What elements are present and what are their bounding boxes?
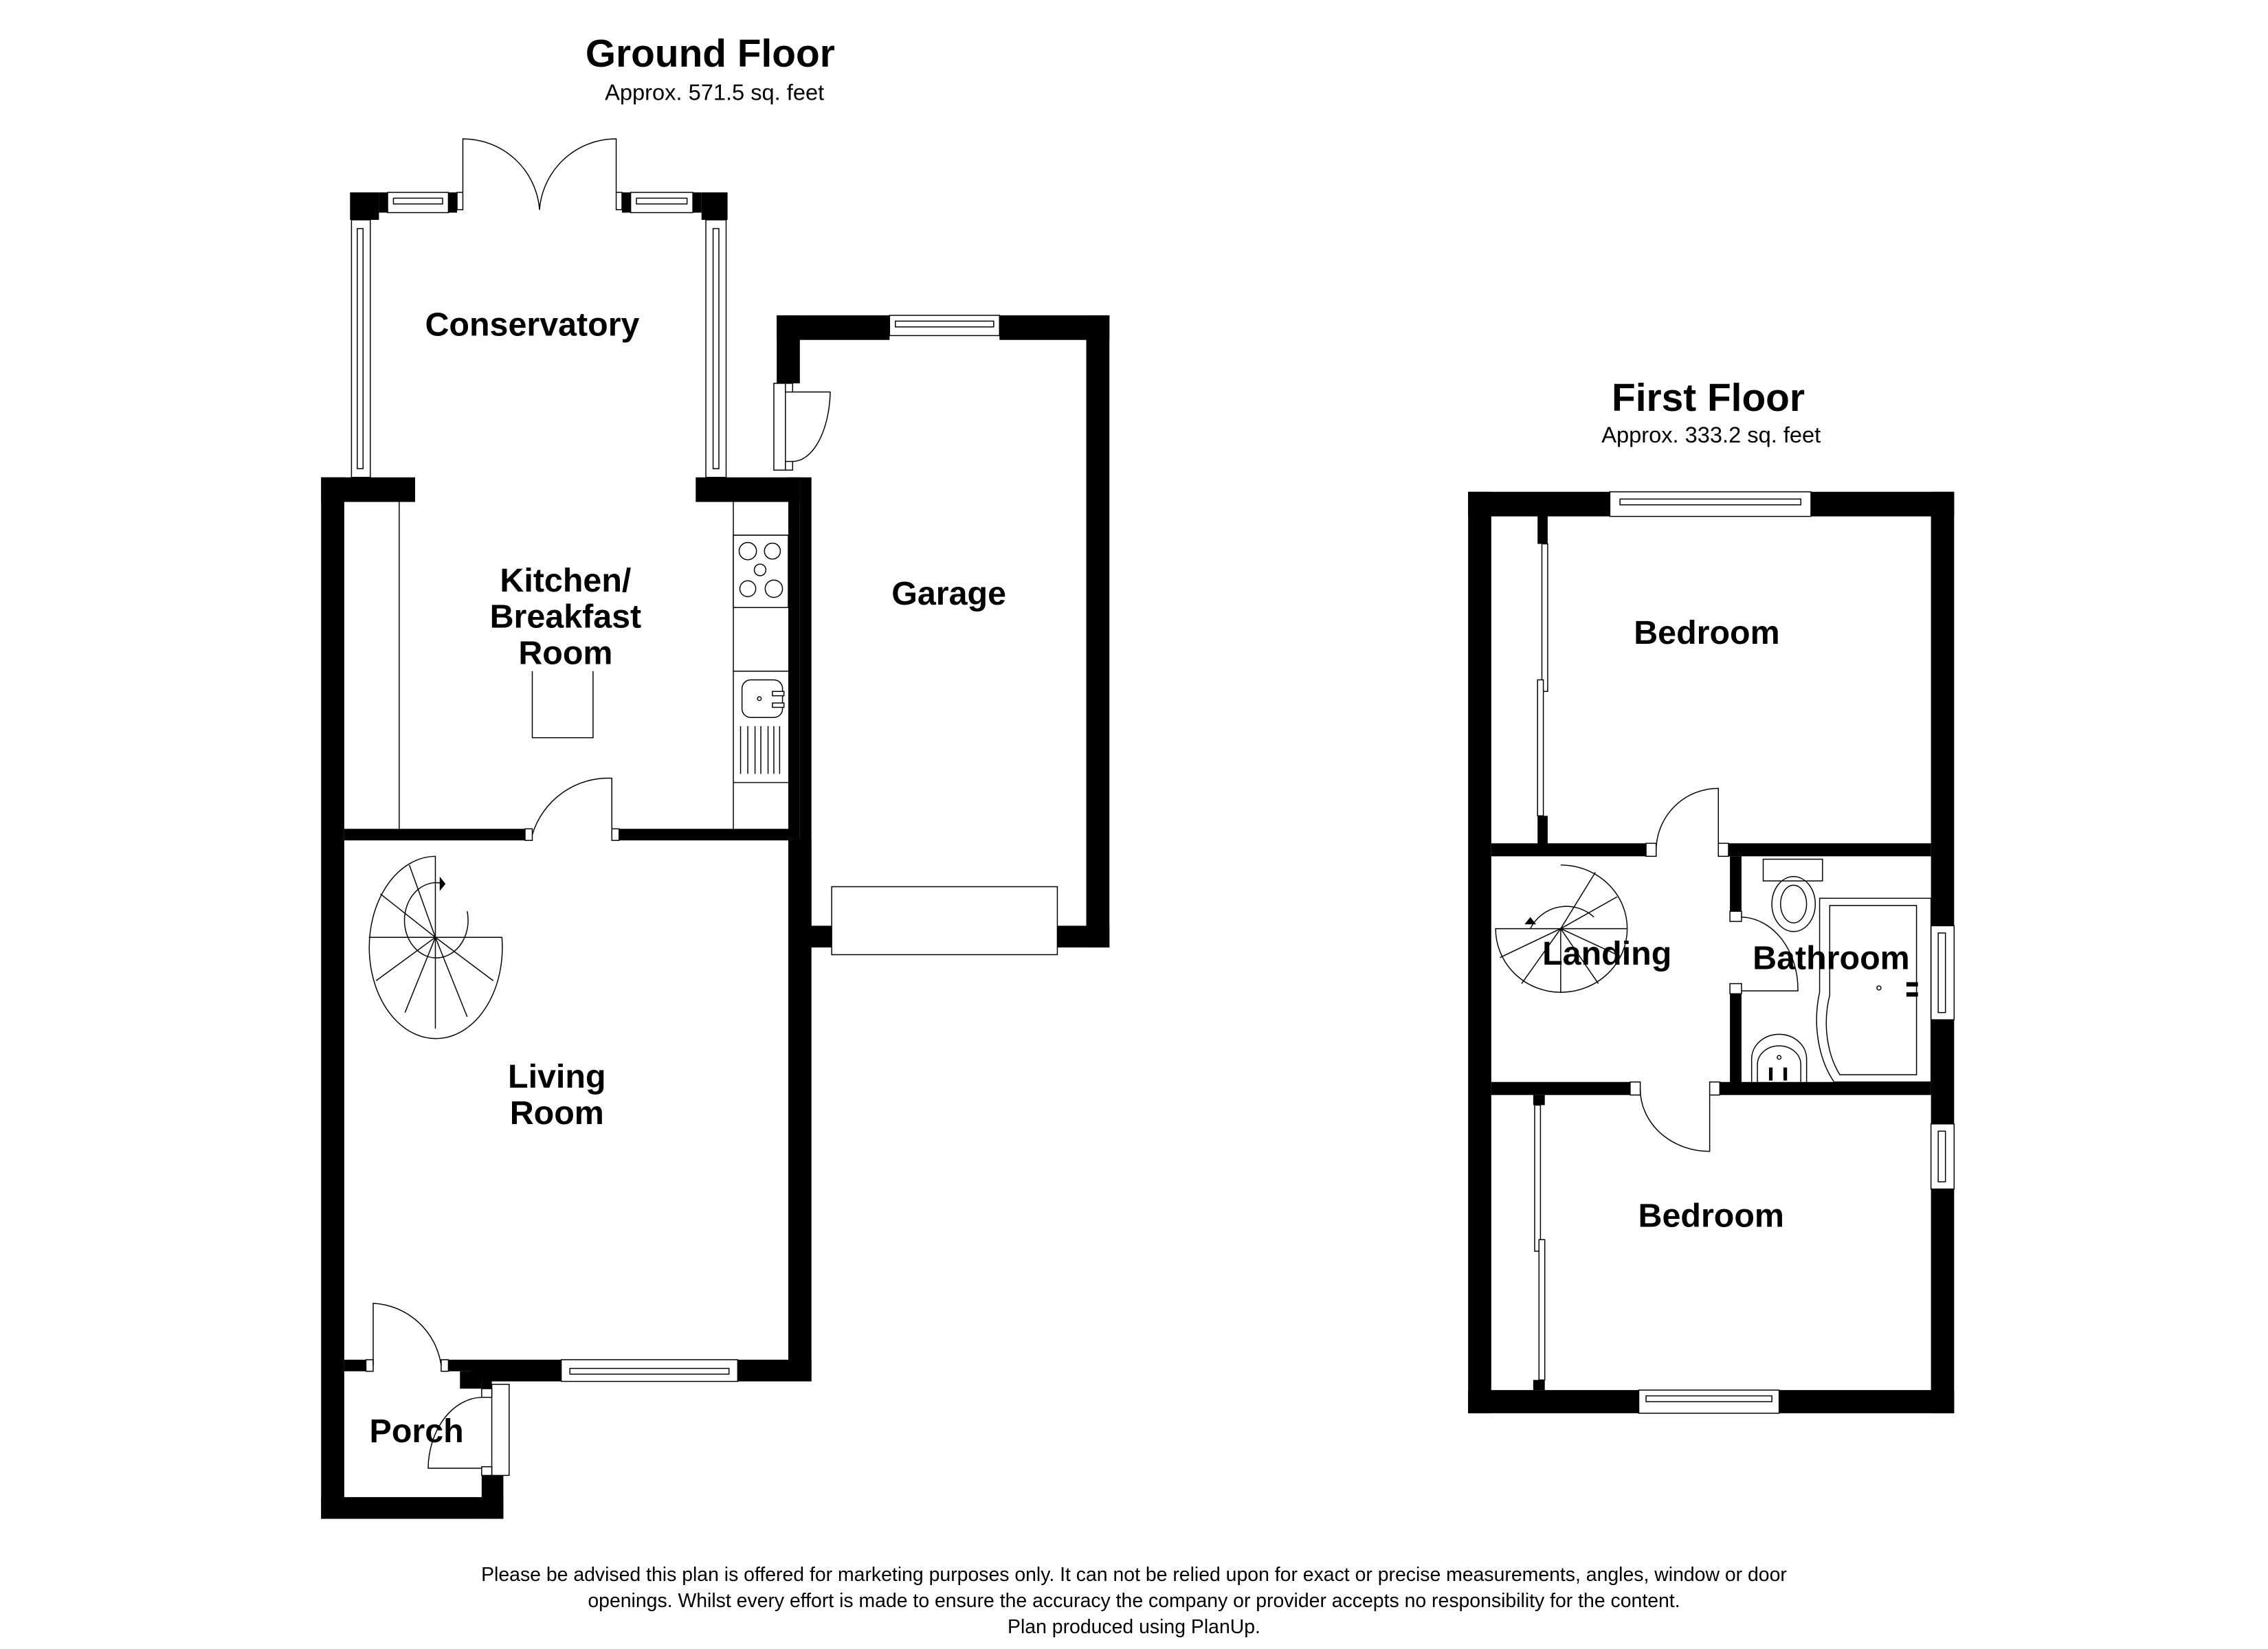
side-door xyxy=(773,383,831,471)
window xyxy=(1930,1123,1955,1190)
window xyxy=(387,192,449,214)
kitchen-breakfast-room: Kitchen/ Breakfast Room xyxy=(321,477,800,1519)
ground-floor-area: Approx. 571.5 sq. feet xyxy=(605,79,824,104)
garage: Garage xyxy=(773,315,1110,956)
window xyxy=(351,219,371,478)
conservatory: Conservatory xyxy=(350,138,728,478)
landing: Landing xyxy=(1495,864,1671,993)
arrow-icon xyxy=(1524,917,1537,925)
room-label-kitchen-3: Room xyxy=(518,634,612,671)
sink xyxy=(740,679,785,774)
window xyxy=(560,1359,739,1382)
door xyxy=(1741,917,1799,991)
bedroom-1: Bedroom xyxy=(1537,515,1780,845)
room-label-landing: Landing xyxy=(1542,935,1671,972)
first-floor-plan: First Floor Approx. 333.2 sq. feet xyxy=(1468,377,1955,1414)
basin xyxy=(1750,1033,1808,1082)
window xyxy=(630,192,693,214)
spiral-staircase xyxy=(1495,864,1628,993)
window xyxy=(1609,491,1812,517)
door xyxy=(531,777,612,835)
hob xyxy=(733,535,789,608)
disclaimer-line-3: Plan produced using PlanUp. xyxy=(1008,1616,1260,1638)
door xyxy=(1656,787,1719,851)
bathroom: Bathroom xyxy=(1729,856,1932,1085)
spiral-staircase xyxy=(368,855,503,1040)
bedroom-2: Bedroom xyxy=(1533,1095,1784,1391)
garage-door xyxy=(831,886,1058,956)
window xyxy=(1638,1389,1780,1414)
first-floor-area: Approx. 333.2 sq. feet xyxy=(1601,422,1821,447)
toilet xyxy=(1762,858,1823,932)
room-label-kitchen-2: Breakfast xyxy=(490,598,642,636)
room-label-living-2: Room xyxy=(510,1095,604,1132)
bath xyxy=(1816,897,1932,1083)
door xyxy=(1639,1089,1711,1152)
room-label-bedroom-1: Bedroom xyxy=(1634,614,1779,651)
room-label-living-1: Living xyxy=(508,1058,606,1095)
door xyxy=(373,1303,442,1366)
room-label-conservatory: Conservatory xyxy=(425,306,639,343)
ground-floor-plan: Ground Floor Approx. 571.5 sq. feet xyxy=(321,32,1110,1519)
porch: Porch xyxy=(321,1303,510,1519)
french-doors xyxy=(456,138,623,210)
window xyxy=(705,219,727,478)
disclaimer-line-2: openings. Whilst every effort is made to… xyxy=(588,1590,1680,1612)
window xyxy=(889,315,1001,337)
interior-wall-kitchen-living xyxy=(344,777,789,841)
room-label-bathroom: Bathroom xyxy=(1753,940,1910,977)
disclaimer-line-1: Please be advised this plan is offered f… xyxy=(481,1564,1787,1586)
room-label-bedroom-2: Bedroom xyxy=(1638,1197,1784,1234)
ground-floor-title: Ground Floor xyxy=(586,32,835,76)
room-label-porch: Porch xyxy=(370,1413,464,1450)
first-floor-title: First Floor xyxy=(1612,377,1805,420)
disclaimer: Please be advised this plan is offered f… xyxy=(481,1564,1787,1638)
room-label-garage: Garage xyxy=(891,575,1006,612)
window xyxy=(1930,925,1955,1020)
room-label-kitchen-1: Kitchen/ xyxy=(500,562,631,599)
living-room: Living Room xyxy=(368,839,812,1382)
arrow-icon xyxy=(439,876,446,891)
door xyxy=(427,1396,482,1469)
